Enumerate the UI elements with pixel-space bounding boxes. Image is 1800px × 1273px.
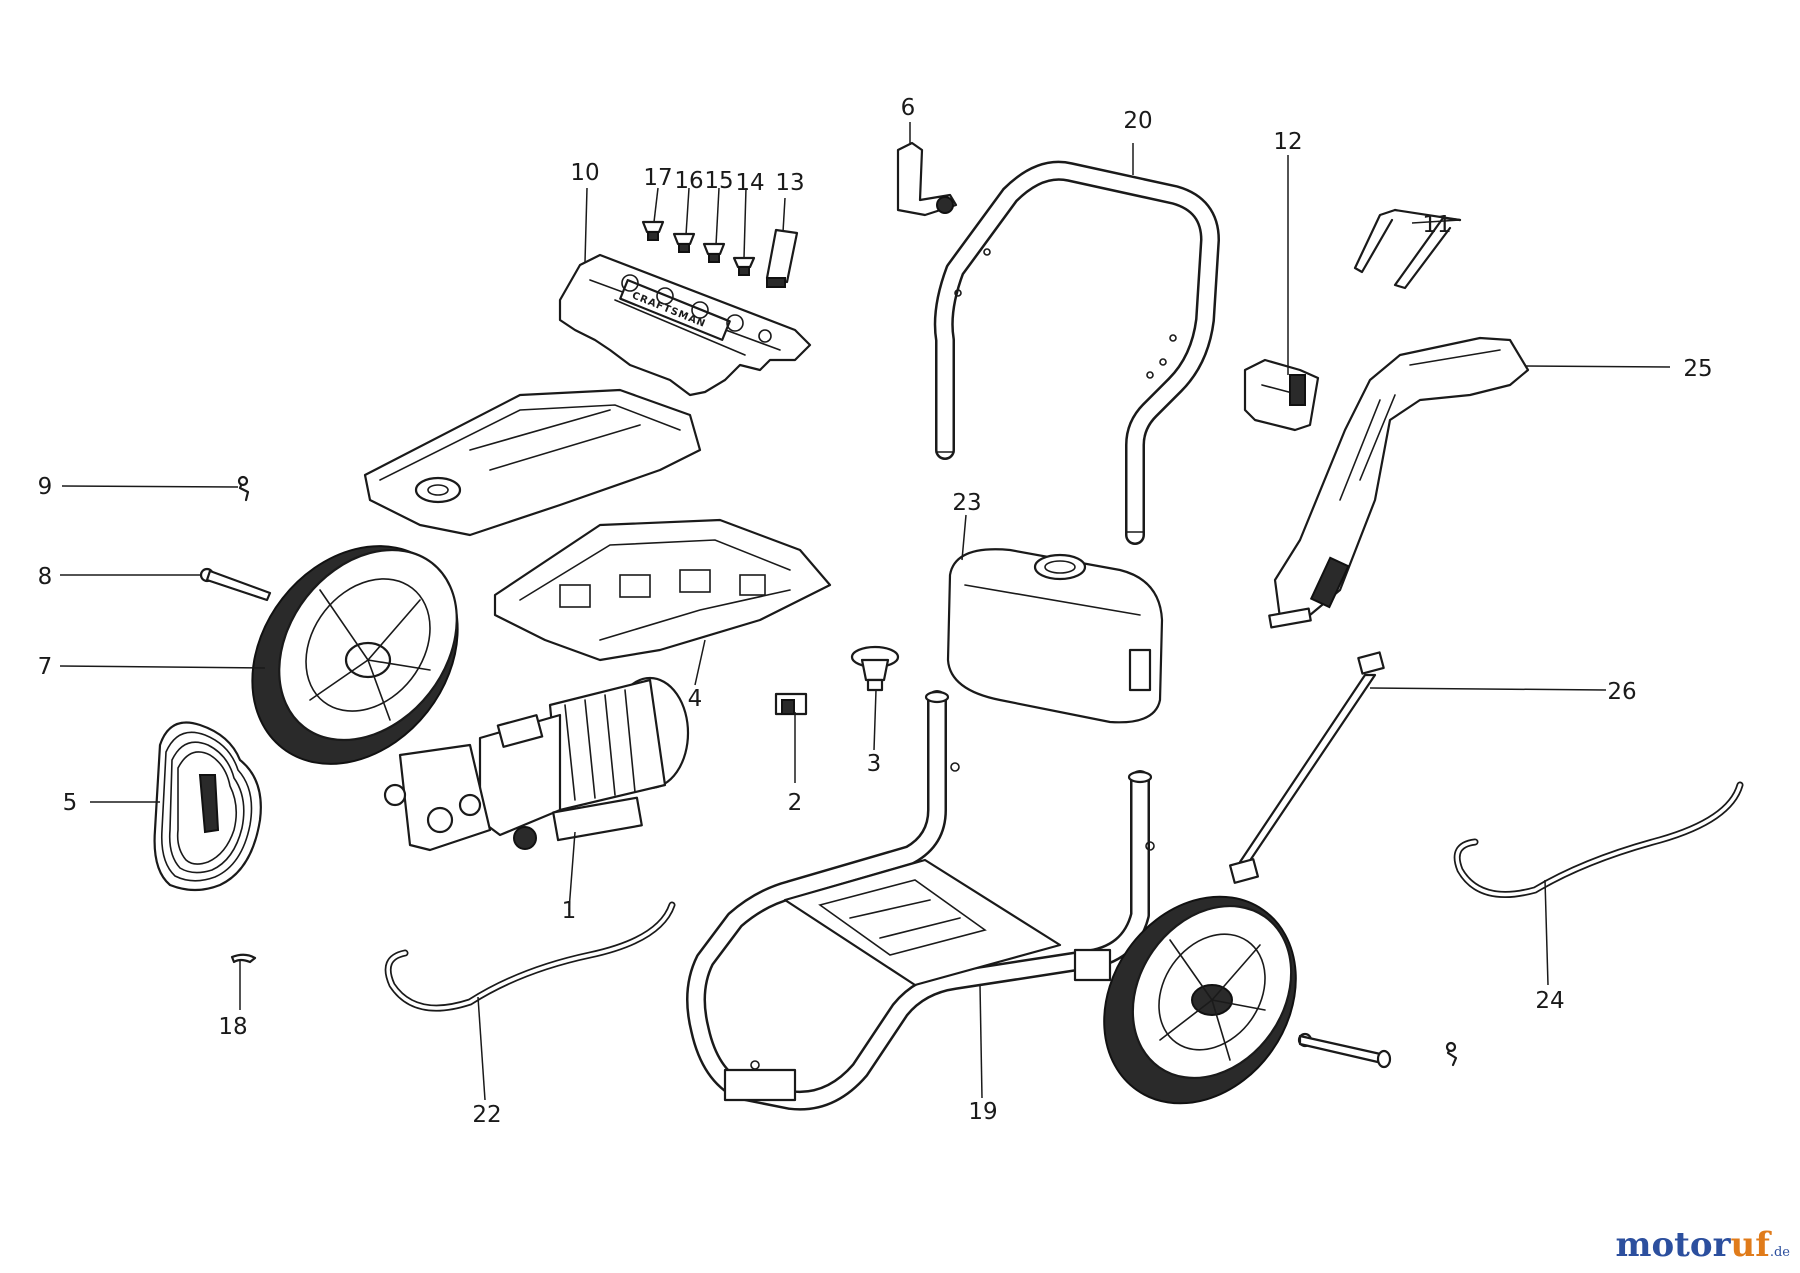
callout-14: 14 [735, 170, 764, 196]
part-2-switch [774, 692, 808, 716]
part-6-hook [896, 141, 958, 217]
callout-17: 17 [643, 165, 672, 191]
callout-24: 24 [1535, 988, 1564, 1014]
watermark-name-b: uf [1730, 1225, 1770, 1265]
part-13-soap-nozzle [765, 228, 799, 288]
callout-1: 1 [562, 898, 577, 924]
part-25-spray-gun [1268, 336, 1530, 629]
callout-26: 26 [1607, 679, 1636, 705]
callout-4: 4 [688, 686, 703, 712]
part-8-axle-pin [199, 567, 272, 602]
callout-12: 12 [1273, 129, 1302, 155]
part-3-connector [850, 645, 900, 692]
callout-22: 22 [472, 1102, 501, 1128]
callout-18: 18 [218, 1014, 247, 1040]
part-12-bracket [1243, 358, 1320, 432]
part-14-nozzle [732, 256, 756, 276]
callout-7: 7 [38, 654, 53, 680]
part-22-hose [384, 901, 676, 1012]
callout-23: 23 [952, 490, 981, 516]
watermark-tld: .de [1769, 1245, 1790, 1260]
part-26-wand [1228, 651, 1385, 884]
right-wheel [1103, 895, 1297, 1105]
part-10-top-console: CRAFTSMAN [558, 253, 812, 397]
callout-11: 11 [1422, 212, 1451, 238]
part-20-handle [933, 160, 1220, 545]
part-23-detergent-tank [946, 548, 1164, 724]
callout-3: 3 [867, 751, 882, 777]
part-17-nozzle [641, 220, 665, 241]
part-18-clip [230, 953, 257, 964]
callout-16: 16 [674, 168, 703, 194]
part-7-left-wheel [251, 545, 459, 765]
part-11-wire-holder [1353, 208, 1462, 290]
part-5-coiled-hose [153, 721, 262, 892]
callout-2: 2 [788, 790, 803, 816]
callout-9: 9 [38, 474, 53, 500]
part-1-motor-pump [383, 676, 690, 852]
part-19-lower-frame [686, 690, 1155, 1111]
callout-20: 20 [1123, 108, 1152, 134]
right-clip [1445, 1041, 1458, 1067]
callout-5: 5 [63, 790, 78, 816]
callout-10: 10 [570, 160, 599, 186]
callout-6: 6 [901, 95, 916, 121]
part-4-base-tray [493, 518, 832, 662]
callout-8: 8 [38, 564, 53, 590]
callout-13: 13 [775, 170, 804, 196]
callout-19: 19 [968, 1099, 997, 1125]
part-15-nozzle [702, 242, 726, 263]
right-axle-pin [1297, 1032, 1392, 1069]
callout-25: 25 [1683, 356, 1712, 382]
upper-shroud [363, 388, 702, 537]
leader-lines [59, 122, 1671, 1101]
callout-labels: 1 2 3 4 5 6 7 8 9 10 11 12 13 14 15 16 1… [38, 95, 1713, 1128]
callout-15: 15 [704, 168, 733, 194]
watermark-logo: motoruf.de [1616, 1225, 1790, 1265]
part-24-hose [1453, 781, 1744, 898]
part-16-nozzle [672, 232, 696, 253]
watermark-name-a: motor [1615, 1225, 1731, 1265]
part-9-clip [237, 475, 250, 502]
